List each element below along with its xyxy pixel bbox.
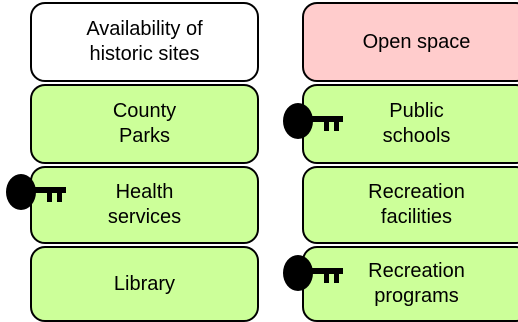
right-column: Open space Public schools Recreation fac… xyxy=(302,2,518,322)
box-label: County Parks xyxy=(112,100,177,147)
box-library: Library xyxy=(30,246,259,322)
box-county-parks: County Parks xyxy=(30,84,259,164)
box-recreation-facilities: Recreation facilities xyxy=(302,166,518,244)
left-column: Availability of historic sites County Pa… xyxy=(30,2,259,322)
box-label: Availability of historic sites xyxy=(86,18,203,65)
box-open-space: Open space xyxy=(302,2,518,82)
box-public-schools: Public schools xyxy=(302,84,518,164)
box-label: Recreation programs xyxy=(368,260,465,307)
box-label: Open space xyxy=(362,30,471,53)
box-historic-sites: Availability of historic sites xyxy=(30,2,259,82)
box-health-services: Health services xyxy=(30,166,259,244)
box-label: Health services xyxy=(107,181,182,228)
box-recreation-programs: Recreation programs xyxy=(302,246,518,322)
box-label: Public schools xyxy=(382,100,451,147)
box-label: Recreation facilities xyxy=(368,181,465,228)
box-label: Library xyxy=(113,272,176,295)
